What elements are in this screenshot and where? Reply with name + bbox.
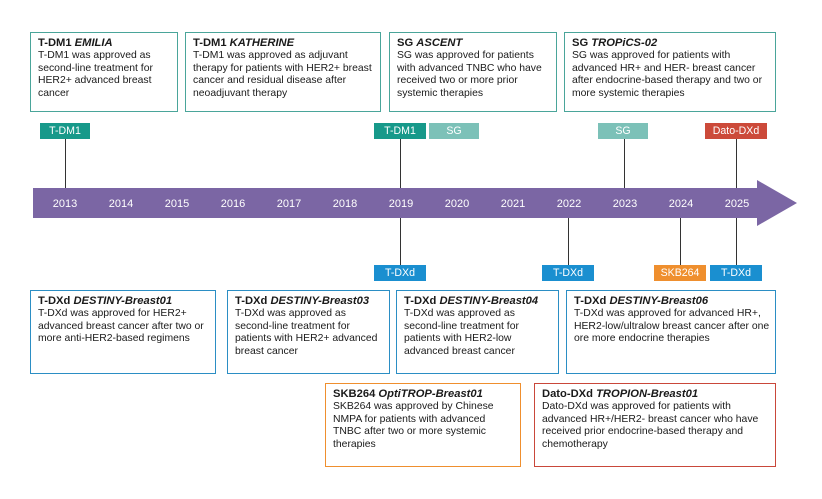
box-description: SG was approved for patients with advanc… [397, 50, 542, 99]
box-tdm1-emilia: T-DM1 EMILIA T-DM1 was approved as secon… [30, 32, 178, 112]
tag-skb264-2024: SKB264 [654, 265, 706, 281]
box-title: T-DXd DESTINY-Breast03 [235, 295, 370, 307]
box-description: T-DXd was approved for advanced HR+, HER… [574, 308, 770, 345]
box-description: Dato-DXd was approved for patients with … [542, 401, 759, 450]
year-label-2013: 2013 [53, 198, 77, 210]
box-sg-ascent: SG ASCENT SG was approved for patients w… [389, 32, 557, 112]
connector-tdxd-2019 [400, 218, 401, 265]
box-title: T-DM1 KATHERINE [193, 37, 295, 49]
year-label-2019: 2019 [389, 198, 413, 210]
box-description: SKB264 was approved by Chinese NMPA for … [333, 401, 494, 450]
box-description: T-DXd was approved as second-line treatm… [235, 308, 378, 357]
box-tdxd-db06: T-DXd DESTINY-Breast06 T-DXd was approve… [566, 290, 776, 374]
box-datodxd-tropion: Dato-DXd TROPION-Breast01 Dato-DXd was a… [534, 383, 776, 467]
year-label-2025: 2025 [725, 198, 749, 210]
year-label-2018: 2018 [333, 198, 357, 210]
year-label-2024: 2024 [669, 198, 693, 210]
year-label-2021: 2021 [501, 198, 525, 210]
connector-datodxd-2025 [736, 139, 737, 188]
box-title: SG TROPiCS-02 [572, 37, 658, 49]
connector-tdxd-2025 [736, 218, 737, 265]
tag-tdxd-2022: T-DXd [542, 265, 594, 281]
box-sg-tropics: SG TROPiCS-02 SG was approved for patien… [564, 32, 776, 112]
box-title: T-DXd DESTINY-Breast04 [404, 295, 539, 307]
box-title: SKB264 OptiTROP-Breast01 [333, 388, 483, 400]
box-description: T-DM1 was approved as adjuvant therapy f… [193, 50, 372, 99]
connector-tdm1-2019 [400, 139, 401, 188]
box-title: Dato-DXd TROPION-Breast01 [542, 388, 699, 400]
tag-sg-2023: SG [598, 123, 648, 139]
connector-tdxd-2022 [568, 218, 569, 265]
year-label-2015: 2015 [165, 198, 189, 210]
box-description: T-DXd was approved as second-line treatm… [404, 308, 519, 357]
box-tdxd-db04: T-DXd DESTINY-Breast04 T-DXd was approve… [396, 290, 559, 374]
connector-tdm1-2013 [65, 139, 66, 188]
box-title: T-DXd DESTINY-Breast01 [38, 295, 173, 307]
box-tdxd-db03: T-DXd DESTINY-Breast03 T-DXd was approve… [227, 290, 390, 374]
box-skb264-optitrop: SKB264 OptiTROP-Breast01 SKB264 was appr… [325, 383, 521, 467]
box-title: SG ASCENT [397, 37, 463, 49]
box-tdm1-katherine: T-DM1 KATHERINE T-DM1 was approved as ad… [185, 32, 381, 112]
tag-datodxd-2025: Dato-DXd [705, 123, 767, 139]
box-description: T-DXd was approved for HER2+ advanced br… [38, 308, 204, 345]
year-labels: 2013 2014 2015 2016 2017 2018 2019 2020 2021 2022… [53, 198, 749, 210]
year-label-2017: 2017 [277, 198, 301, 210]
box-tdxd-db01: T-DXd DESTINY-Breast01 T-DXd was approve… [30, 290, 216, 374]
year-label-2016: 2016 [221, 198, 245, 210]
tag-tdm1-2013: T-DM1 [40, 123, 90, 139]
tag-tdxd-2025: T-DXd [710, 265, 762, 281]
box-title: T-DM1 EMILIA [38, 37, 113, 49]
year-label-2022: 2022 [557, 198, 581, 210]
year-label-2023: 2023 [613, 198, 637, 210]
year-label-2020: 2020 [445, 198, 469, 210]
box-title: T-DXd DESTINY-Breast06 [574, 295, 709, 307]
box-description: T-DM1 was approved as second-line treatm… [38, 50, 153, 99]
box-description: SG was approved for patients with advanc… [572, 50, 763, 99]
tag-tdm1-2019: T-DM1 [374, 123, 426, 139]
timeline-arrow-shape [33, 180, 797, 226]
connector-skb264-2024 [680, 218, 681, 265]
tag-tdxd-2019: T-DXd [374, 265, 426, 281]
tag-sg-2020: SG [429, 123, 479, 139]
year-label-2014: 2014 [109, 198, 133, 210]
connector-sg-2023 [624, 139, 625, 188]
